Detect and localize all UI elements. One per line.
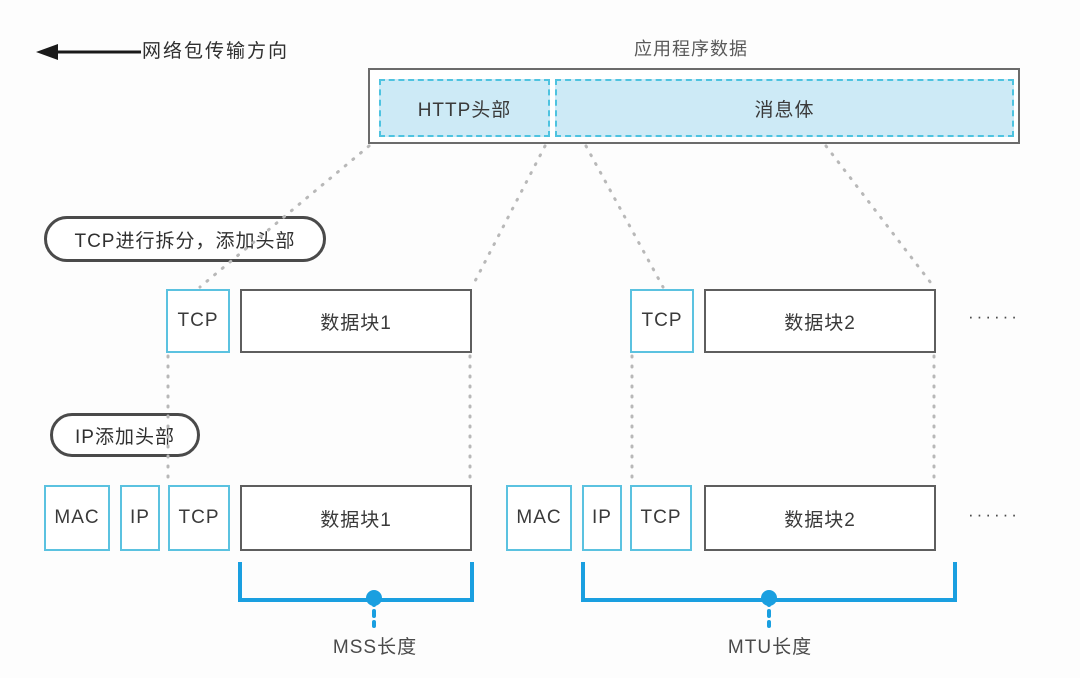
frame-payload-block-1: 数据块1 (240, 485, 472, 551)
frame-row-continuation: ······ (968, 505, 1020, 524)
mss-length-label: MSS长度 (332, 637, 418, 658)
connector-lines-lower (166, 354, 936, 485)
application-data-box: HTTP头部 消息体 (368, 68, 1020, 144)
tcp-payload-block-2: 数据块2 (704, 289, 936, 353)
mss-bracket (238, 562, 474, 628)
tcp-payload-block-1: 数据块1 (240, 289, 472, 353)
mac-header-block-1: MAC (44, 485, 110, 551)
frame-tcp-header-block-2: TCP (630, 485, 692, 551)
application-data-title: 应用程序数据 (634, 39, 748, 59)
mtu-length-label: MTU长度 (727, 637, 813, 658)
http-header-segment: HTTP头部 (379, 79, 550, 137)
step-tcp-split-label: TCP进行拆分，添加头部 (44, 216, 326, 262)
left-arrow-icon (36, 44, 141, 60)
ip-header-block-2: IP (582, 485, 622, 551)
frame-tcp-header-block-1: TCP (168, 485, 230, 551)
tcp-header-block-1: TCP (166, 289, 230, 353)
step-ip-header-label: IP添加头部 (50, 413, 200, 457)
tcp-row-continuation: ······ (968, 307, 1020, 326)
frame-payload-block-2: 数据块2 (704, 485, 936, 551)
mtu-bracket (581, 562, 957, 628)
message-body-segment: 消息体 (555, 79, 1014, 137)
mac-header-block-2: MAC (506, 485, 572, 551)
ip-header-block-1: IP (120, 485, 160, 551)
tcp-header-block-2: TCP (630, 289, 694, 353)
direction-label: 网络包传输方向 (142, 41, 290, 62)
